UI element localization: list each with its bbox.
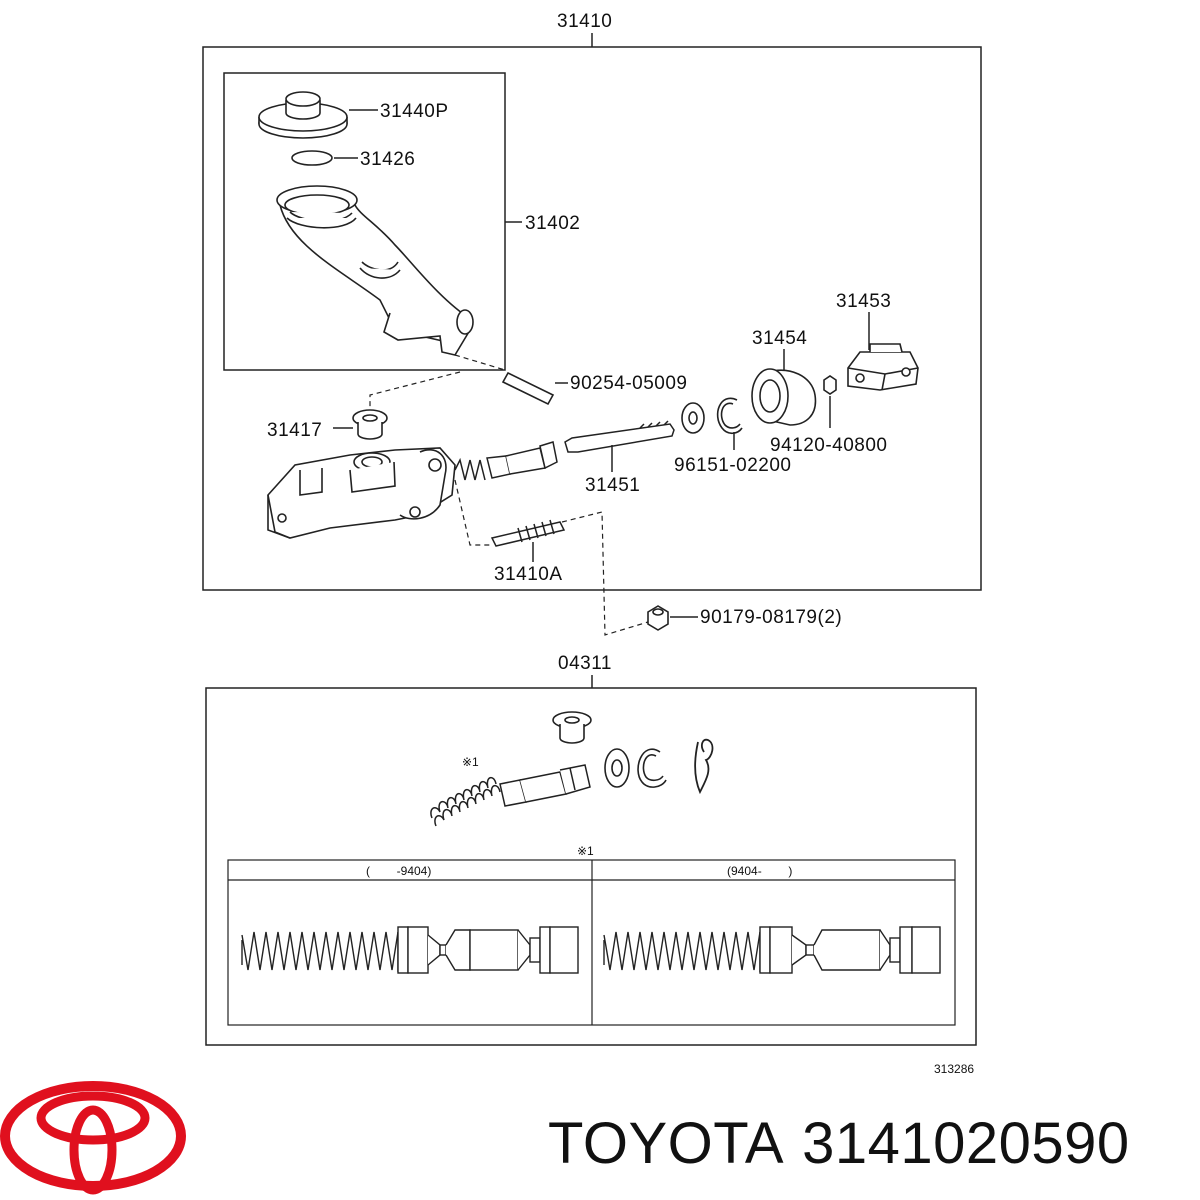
snap-ring-drawing — [716, 397, 743, 435]
toyota-logo — [0, 1081, 186, 1195]
mount-nut-drawing — [647, 605, 669, 631]
drawing-number: 313286 — [934, 1062, 974, 1076]
part-label-90179-08179: 90179-08179(2) — [700, 607, 842, 628]
part-label-90254-05009: 90254-05009 — [570, 373, 688, 394]
part-label-31440p: 31440P — [380, 101, 449, 122]
part-label-31410a: 31410A — [494, 564, 563, 585]
part-label-94120-40800: 94120-40800 — [770, 435, 888, 456]
part-number: 3141020590 — [802, 1111, 1130, 1176]
part-label-31417: 31417 — [267, 420, 322, 441]
kit-clip-drawing — [694, 738, 714, 795]
boot-drawing — [751, 368, 817, 426]
part-label-31402: 31402 — [525, 213, 580, 234]
kit-snap-ring-drawing — [637, 748, 667, 788]
variant-late-drawing — [603, 926, 941, 974]
clevis-drawing — [847, 343, 919, 391]
part-label-31426: 31426 — [360, 149, 415, 170]
part-label-31451: 31451 — [585, 475, 640, 496]
pin-drawing — [501, 371, 555, 406]
grommet-drawing — [352, 409, 388, 440]
variants-note-mark: ※1 — [577, 844, 594, 858]
cap-seal-drawing — [291, 150, 333, 166]
inner-piston-drawing — [454, 441, 558, 481]
variant-label-early: ( -9404) — [366, 864, 431, 878]
variant-label-late: (9404- ) — [727, 864, 792, 878]
kit-label-04311: 04311 — [558, 653, 612, 674]
brand-name: TOYOTA — [548, 1111, 785, 1176]
assembly-frame — [202, 46, 982, 591]
reservoir-cap-drawing — [258, 91, 348, 139]
inner-kit-drawing — [490, 519, 566, 547]
part-label-96151-02200: 96151-02200 — [674, 455, 792, 476]
kit-grommet-drawing — [552, 711, 592, 744]
reservoir-drawing — [276, 185, 474, 356]
kit-frame — [205, 687, 977, 1046]
variant-early-drawing — [241, 926, 579, 974]
brand-caption: TOYOTA 3141020590 — [548, 1110, 1148, 1177]
push-rod-drawing — [564, 420, 675, 453]
kit-note-mark: ※1 — [462, 755, 479, 769]
washer-drawing — [681, 402, 705, 434]
assembly-label-31410: 31410 — [557, 11, 612, 32]
nut-drawing — [823, 375, 837, 395]
part-label-31454: 31454 — [752, 328, 807, 349]
kit-washer-drawing — [604, 748, 630, 788]
kit-piston-drawing — [430, 764, 591, 827]
master-cylinder-drawing — [267, 447, 456, 539]
part-label-31453: 31453 — [836, 291, 891, 312]
